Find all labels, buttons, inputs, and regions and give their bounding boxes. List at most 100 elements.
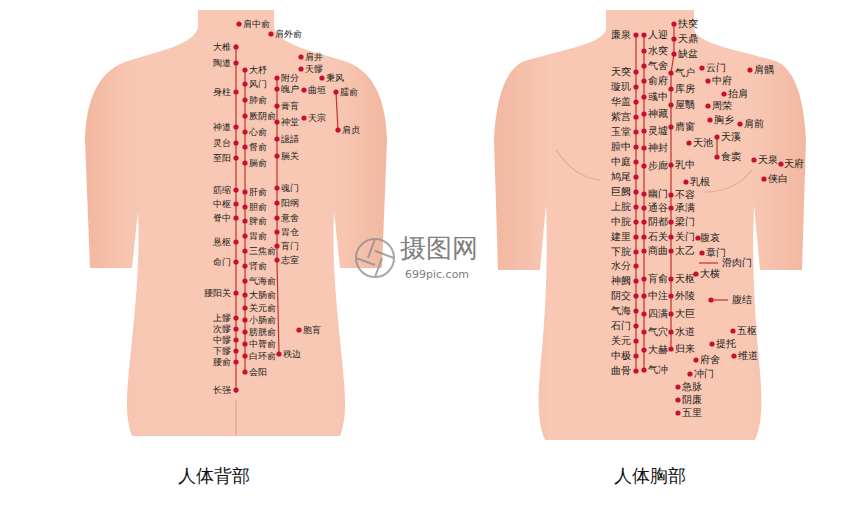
acupoint-label: 至阳 — [213, 154, 231, 163]
acupoint-label: 四满 — [648, 309, 668, 319]
acupoint-dot — [633, 353, 638, 358]
acupoint-label: 肓门 — [281, 242, 299, 251]
acupoint-label: 维道 — [738, 351, 758, 361]
acupoint-label: 府舍 — [700, 355, 720, 365]
acupoint-label: 幽门 — [648, 189, 668, 199]
acupoint-dot — [721, 91, 726, 96]
acupoint-label: 建里 — [611, 232, 631, 242]
acupoint-dot — [274, 215, 279, 220]
acupoint-label: 关门 — [675, 232, 695, 242]
acupoint-dot — [274, 153, 279, 158]
acupoint-label: 曲骨 — [611, 366, 631, 376]
acupoint-dot — [705, 103, 710, 108]
acupoint-label: 肝俞 — [249, 188, 267, 197]
acupoint-dot — [695, 235, 700, 240]
acupoint-dot — [633, 293, 638, 298]
acupoint-dot — [301, 115, 306, 120]
acupoint-dot — [641, 234, 646, 239]
acupoint-label: 水分 — [611, 261, 631, 271]
acupoint-label: 关元俞 — [249, 304, 276, 313]
acupoint-label: 提托 — [716, 339, 736, 349]
acupoint-label: 食窦 — [721, 152, 741, 162]
acupoint-dot — [708, 297, 713, 302]
front-body — [494, 10, 806, 440]
acupoint-label: 肩中俞 — [243, 20, 270, 29]
acupoint-dot — [641, 94, 646, 99]
acupoint-dot — [778, 161, 783, 166]
figure-caption: 人体胸部 — [614, 467, 686, 485]
chest-contour — [556, 150, 600, 180]
acupoint-dot — [633, 189, 638, 194]
acupoint-label: 彧中 — [648, 92, 668, 102]
acupoint-dot — [233, 239, 238, 244]
acupoint-label: 不容 — [675, 190, 695, 200]
acupoint-dot — [731, 353, 736, 358]
acupoint-dot — [298, 66, 303, 71]
acupoint-label: 天突 — [611, 67, 631, 77]
acupoint-label: 云门 — [706, 63, 726, 73]
acupoint-label: 气户 — [675, 68, 695, 78]
acupoint-dot — [233, 44, 238, 49]
acupoint-label: 上髎 — [213, 314, 231, 323]
acupoint-label: 商曲 — [648, 246, 668, 256]
acupoint-label: 中府 — [712, 76, 732, 86]
acupoint-label: 胞肓 — [303, 326, 321, 335]
acupoint-dot — [668, 205, 673, 210]
acupoint-label: 天池 — [693, 138, 713, 148]
acupoint-label: 石门 — [611, 321, 631, 331]
acupoint-label: 侠白 — [768, 174, 788, 184]
acupoint-dot — [641, 367, 646, 372]
acupoint-label: 魂门 — [281, 184, 299, 193]
acupoint-label: 中枢 — [213, 200, 231, 209]
acupoint-label: 紫宫 — [611, 112, 631, 122]
acupoint-label: 肓俞 — [648, 274, 668, 284]
acupoint-dot — [633, 249, 638, 254]
acupoint-label: 三焦俞 — [249, 247, 276, 256]
acupoint-label: 气冲 — [648, 365, 668, 375]
acupoint-label: 人迎 — [648, 30, 668, 40]
acupoint-label: 胃俞 — [249, 232, 267, 241]
acupoint-dot — [668, 329, 673, 334]
acupoint-label: 中髎 — [213, 336, 231, 345]
acupoint-dot — [747, 67, 752, 72]
acupoint-label: 承满 — [675, 203, 695, 213]
acupoint-label: 腹结 — [732, 295, 752, 305]
acupoint-dot — [641, 78, 646, 83]
acupoint-label: 屋翳 — [675, 100, 695, 110]
acupoint-dot — [633, 338, 638, 343]
acupoint-label: 步廊 — [648, 161, 668, 171]
acupoint-dot — [274, 136, 279, 141]
acupoint-dot — [633, 129, 638, 134]
acupoint-dot — [233, 290, 238, 295]
acupoint-label: 下髎 — [213, 347, 231, 356]
acupoint-dot — [730, 328, 735, 333]
acupoint-label: 天府 — [784, 159, 804, 169]
acupoint-dot — [641, 293, 646, 298]
acupoint-label: 神道 — [213, 123, 231, 132]
acupoint-dot — [335, 127, 340, 132]
acupoint-label: 附分 — [281, 74, 299, 83]
acupoint-dot — [274, 200, 279, 205]
acupoint-label: 脊中 — [213, 214, 231, 223]
acupoint-label: 肩井 — [305, 53, 323, 62]
acupoint-label: 天溪 — [721, 132, 741, 142]
acupoint-dot — [633, 204, 638, 209]
acupoint-label: 五枢 — [737, 326, 757, 336]
acupoint-dot — [274, 257, 279, 262]
acupoint-label: 下脘 — [611, 247, 631, 257]
acupoint-label: 缺盆 — [678, 49, 698, 59]
acupoint-label: 魄户 — [281, 85, 299, 94]
acupoint-label: 天枢 — [675, 274, 695, 284]
acupoint-dot — [633, 144, 638, 149]
acupoint-label: 乳根 — [690, 177, 710, 187]
acupoint-dot — [242, 218, 247, 223]
acupoint-label: 长强 — [213, 386, 231, 395]
acupoint-dot — [687, 371, 692, 376]
acupoint-label: 风门 — [249, 80, 267, 89]
acupoint-dot — [761, 176, 766, 181]
acupoint-label: 俞府 — [648, 76, 668, 86]
acupoint-dot — [233, 89, 238, 94]
acupoint-label: 心俞 — [249, 128, 267, 137]
acupoint-dot — [301, 87, 306, 92]
acupoint-dot — [668, 70, 673, 75]
